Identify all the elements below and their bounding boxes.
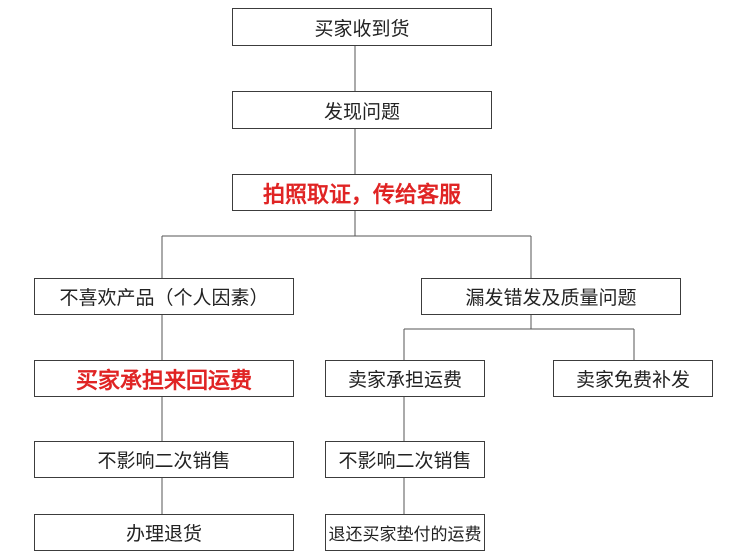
node-photo-evidence: 拍照取证，传给客服 [232, 174, 492, 211]
node-dislike-product: 不喜欢产品（个人因素） [34, 278, 294, 315]
node-resellable-left: 不影响二次销售 [34, 441, 294, 478]
node-buyer-pays-shipping: 买家承担来回运费 [34, 360, 294, 397]
node-resellable-right: 不影响二次销售 [325, 441, 485, 478]
node-refund-buyer-shipping: 退还买家垫付的运费 [325, 514, 485, 551]
node-seller-free-reship: 卖家免费补发 [553, 360, 713, 397]
node-wrong-or-quality-issue: 漏发错发及质量问题 [421, 278, 681, 315]
node-seller-pays-shipping: 卖家承担运费 [325, 360, 485, 397]
node-process-return: 办理退货 [34, 514, 294, 551]
node-problem-found: 发现问题 [232, 91, 492, 129]
node-buyer-receives-goods: 买家收到货 [232, 8, 492, 46]
